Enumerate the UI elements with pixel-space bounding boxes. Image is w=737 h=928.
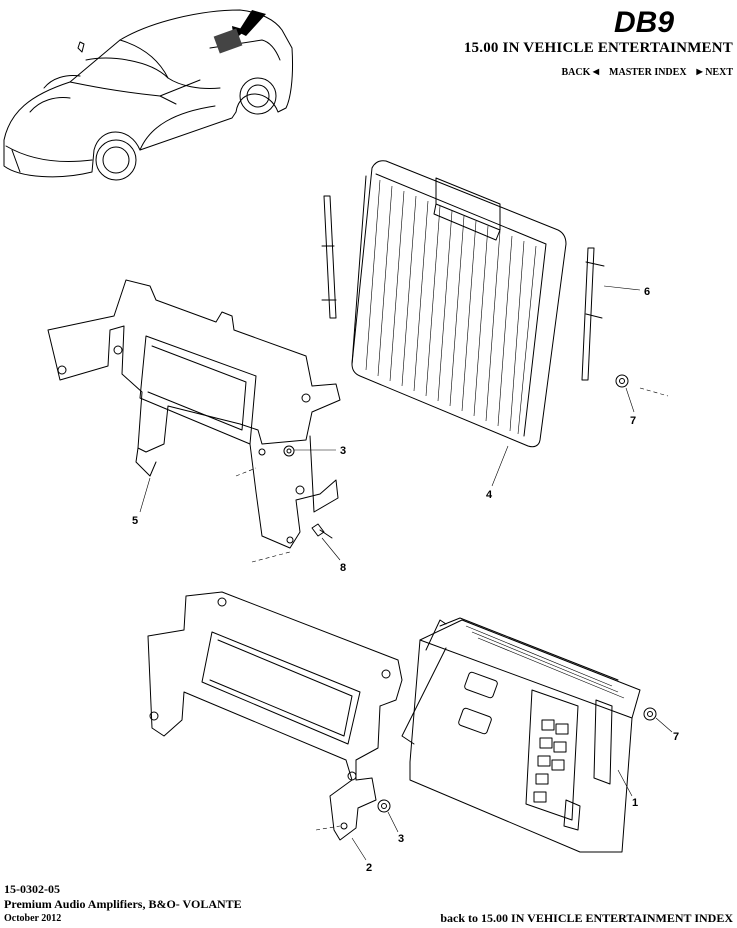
section-title: 15.00 IN VEHICLE ENTERTAINMENT: [463, 40, 733, 56]
logo-text: DB9: [614, 6, 674, 39]
master-index-link[interactable]: MASTER INDEX: [609, 67, 687, 78]
callout-4: 4: [486, 489, 493, 501]
navigation-bar: BACK ◀ MASTER INDEX ▶ NEXT: [561, 67, 733, 78]
amplifier-upper: [351, 160, 567, 448]
callout-3-upper: 3: [340, 445, 346, 457]
callout-7-lower: 7: [673, 731, 679, 743]
callout-2: 2: [366, 862, 372, 874]
callout-7-upper: 7: [630, 415, 636, 427]
bracket-upper: [47, 279, 341, 549]
next-link[interactable]: ▶ NEXT: [697, 67, 733, 78]
amplifier-lower: [401, 617, 641, 853]
nut-upper-7: [615, 374, 629, 388]
nut-lower-7: [643, 707, 657, 721]
callout-5: 5: [132, 515, 138, 527]
next-label: NEXT: [705, 67, 733, 78]
db9-logo: DB9: [614, 6, 674, 39]
part-description: Premium Audio Amplifiers, B&O- VOLANTE: [4, 897, 242, 911]
bracket-lower: [147, 591, 403, 841]
next-arrow-icon: ▶: [696, 67, 703, 76]
callout-6: 6: [644, 286, 650, 298]
callout-8: 8: [340, 562, 346, 574]
back-arrow-icon: ◀: [592, 67, 600, 76]
nut-lower-3: [377, 799, 391, 813]
publication-date: October 2012: [4, 913, 62, 924]
side-rail-left: [321, 195, 337, 319]
nut-upper-3: [283, 445, 295, 457]
callout-3-lower: 3: [398, 833, 404, 845]
car-illustration: [3, 9, 293, 181]
bolt-upper-8: [311, 523, 333, 539]
callout-1: 1: [632, 797, 638, 809]
part-code: 15-0302-05: [4, 882, 60, 896]
back-label: BACK: [561, 67, 591, 78]
leader-lines: [139, 285, 673, 861]
side-rail-right: [581, 247, 605, 381]
back-to-index-link[interactable]: back to 15.00 IN VEHICLE ENTERTAINMENT I…: [440, 911, 733, 925]
back-link[interactable]: BACK ◀: [561, 67, 599, 78]
